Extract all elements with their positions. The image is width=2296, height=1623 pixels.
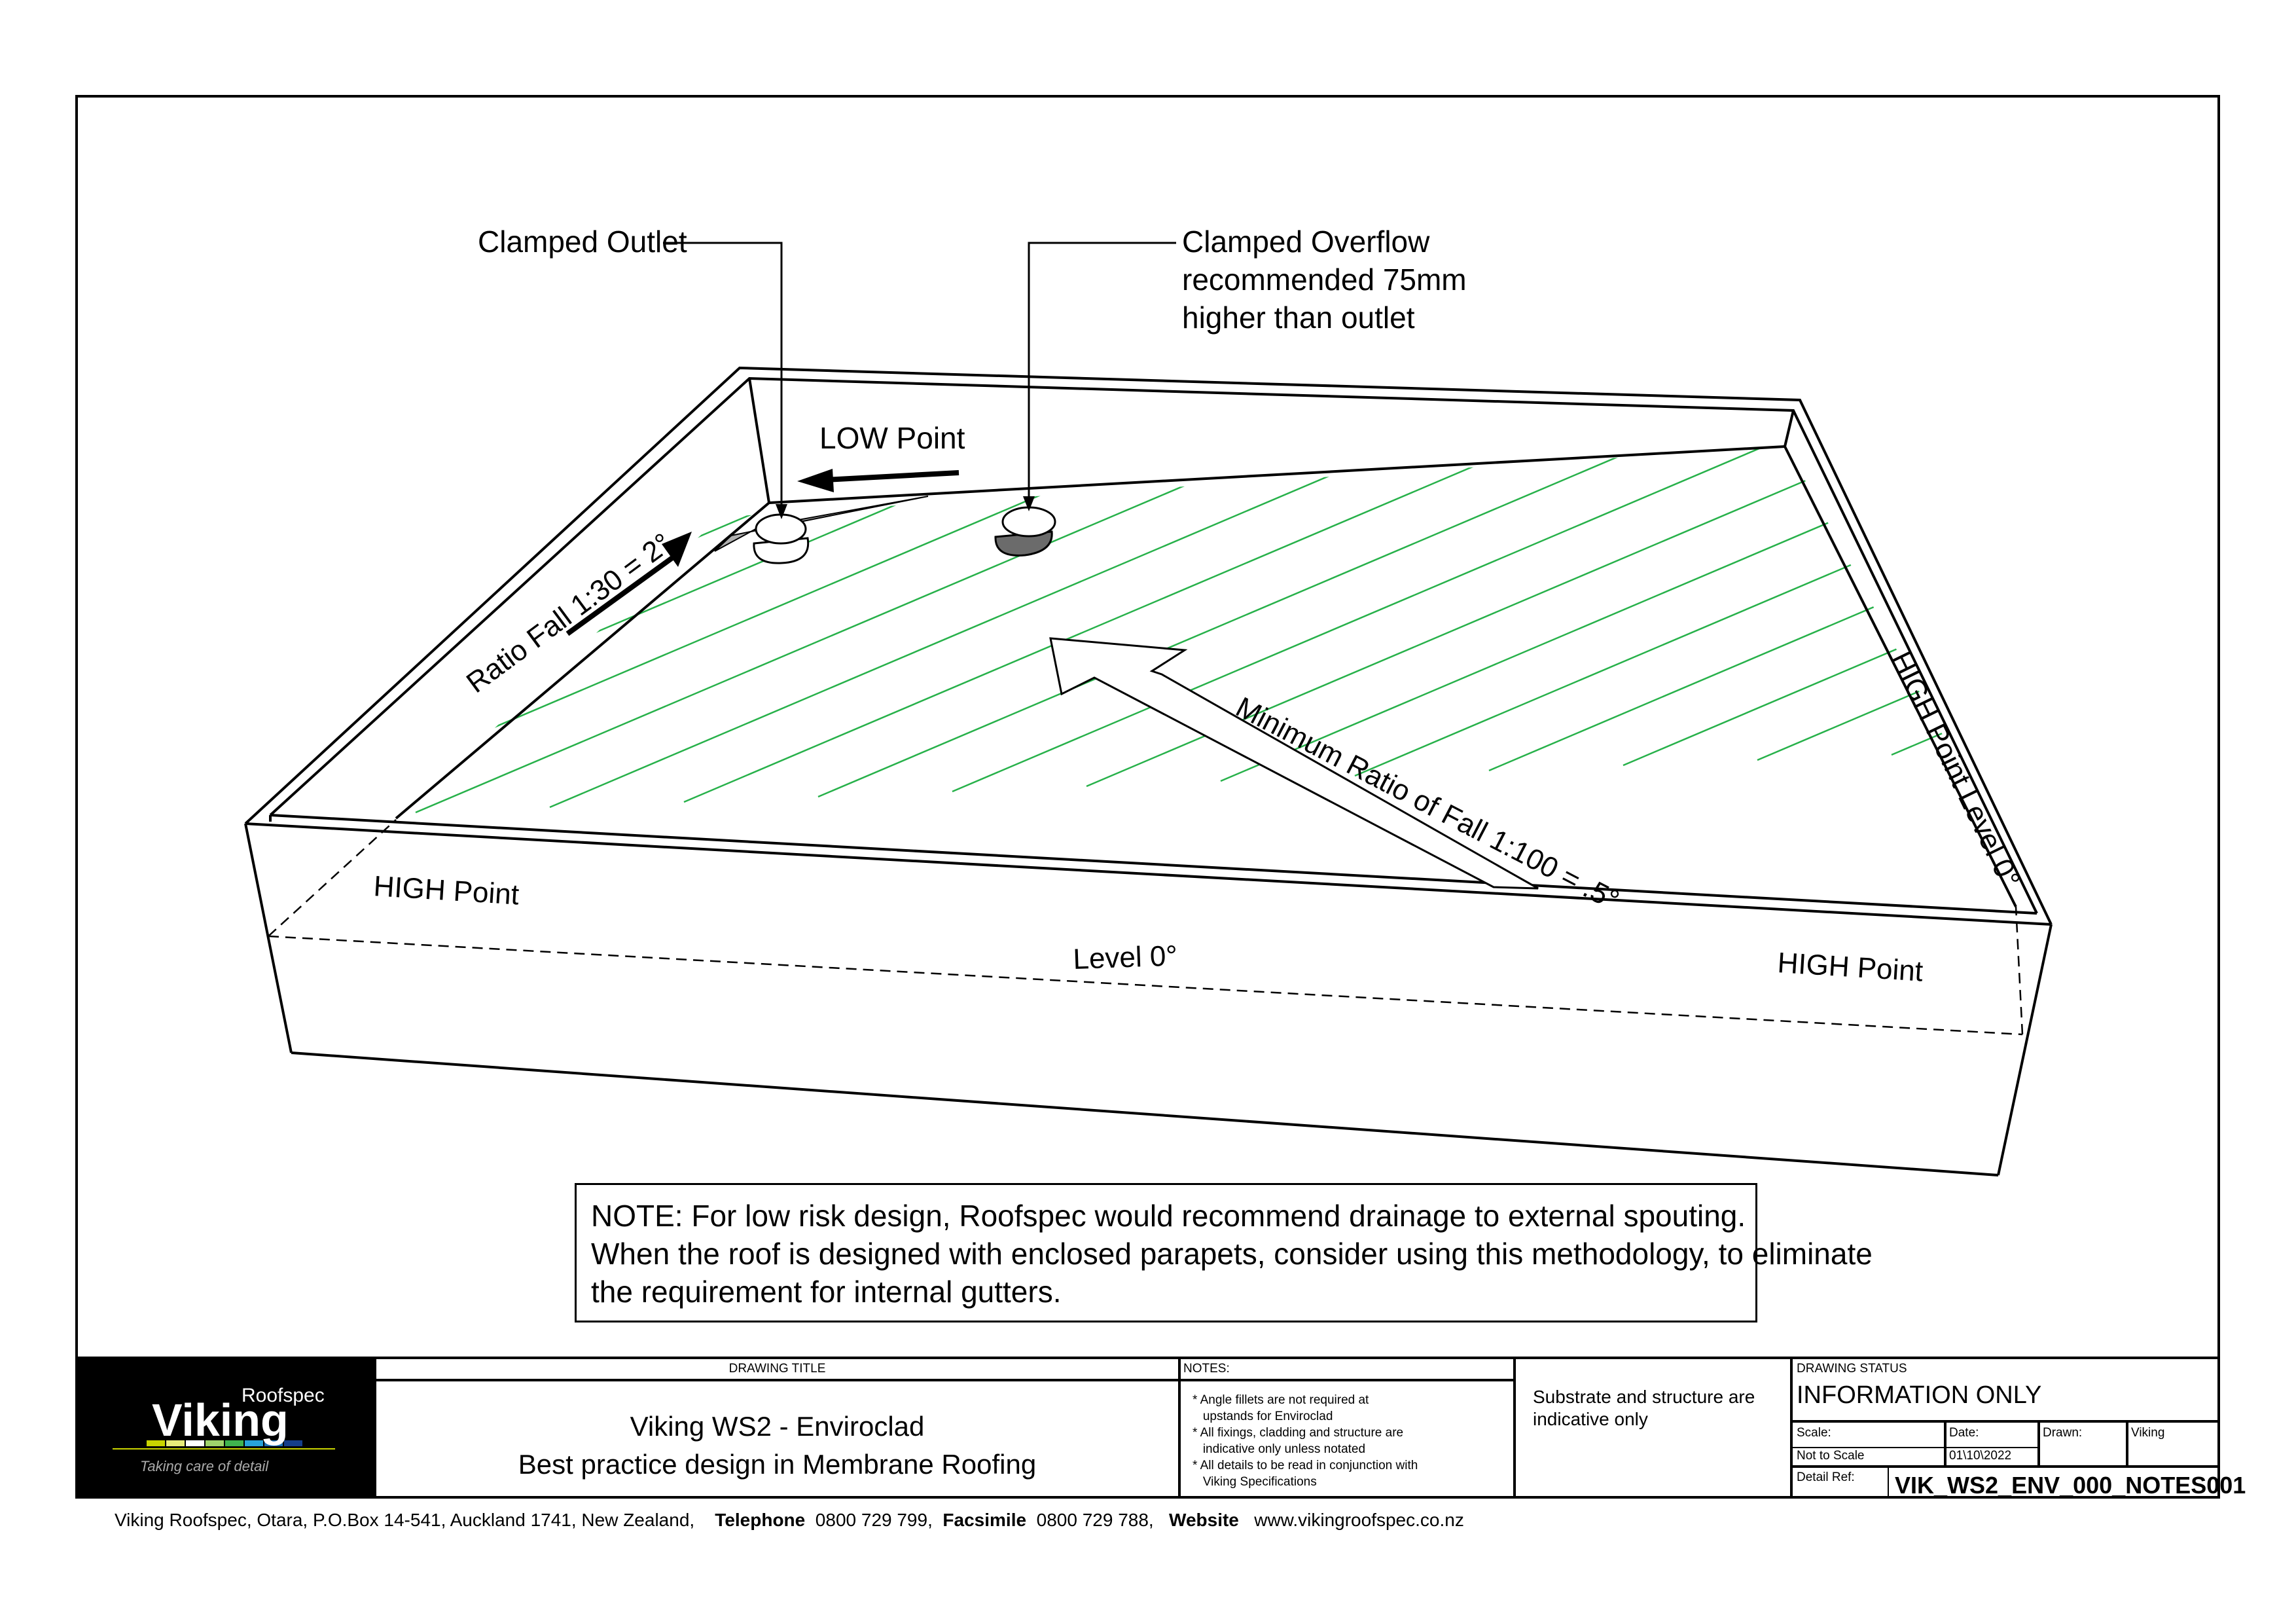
low-point-arrow [824, 470, 960, 483]
status-value: INFORMATION ONLY [1797, 1381, 2042, 1409]
drawing-title-line2: Best practice design in Membrane Roofing [518, 1449, 1037, 1480]
date-value: 01\10\2022 [1949, 1449, 2012, 1463]
note-line3: the requirement for internal gutters. [591, 1275, 1062, 1309]
footer-fax: 0800 729 788, [1036, 1510, 1154, 1530]
logo-stripe [284, 1440, 302, 1446]
date-label: Date: [1949, 1426, 1979, 1440]
ratio-fall-arrowhead [662, 532, 692, 567]
drawn-value: Viking [2131, 1426, 2165, 1440]
clamped-outlet-label: Clamped Outlet [478, 225, 687, 259]
logo-stripe [225, 1440, 243, 1446]
overflow-label-line3: higher than outlet [1182, 301, 1415, 335]
logo-stripe [206, 1440, 224, 1446]
footer-website-label: Website [1169, 1510, 1239, 1530]
logo-panel [77, 1358, 375, 1497]
low-point-arrowhead [797, 469, 834, 492]
note-item: Viking Specifications [1193, 1475, 1317, 1489]
low-point-area [714, 496, 929, 552]
high-point-level-label: HIGH Point Level 0° [1884, 647, 2026, 893]
overflow-label-line2: recommended 75mm [1182, 263, 1467, 297]
clamped-overflow-icon [994, 506, 1056, 556]
substrate-note: Substrate and structure are indicative o… [1533, 1386, 1755, 1431]
overflow-leader [1028, 242, 1176, 505]
note-item: indicative only unless notated [1193, 1442, 1366, 1456]
note-item: upstands for Enviroclad [1193, 1410, 1333, 1423]
footer-telephone-label: Telephone [715, 1510, 806, 1530]
footer-fax-label: Facsimile [942, 1510, 1027, 1530]
note-box: NOTE: For low risk design, Roofspec woul… [575, 1183, 1873, 1322]
logo-stripe [245, 1440, 263, 1446]
drawing-title-line1: Viking WS2 - Enviroclad [630, 1411, 925, 1442]
fall-line [1086, 447, 2038, 788]
min-fall-arrow [1049, 637, 1539, 890]
footer: Viking Roofspec, Otara, P.O.Box 14-541, … [115, 1510, 1464, 1531]
notes-list: * Angle fillets are not required at upst… [1193, 1392, 1418, 1490]
note-item: * All details to be read in conjunction … [1193, 1459, 1418, 1472]
note-item: * All fixings, cladding and structure ar… [1193, 1426, 1404, 1440]
logo-stripe [166, 1440, 185, 1446]
drawing-title: Viking WS2 - Enviroclad Best practice de… [375, 1408, 1179, 1484]
fall-line [549, 447, 1859, 809]
logo-tagline: Taking care of detail [140, 1458, 269, 1474]
note-line2: When the roof is designed with enclosed … [591, 1237, 1873, 1271]
fall-line [2025, 447, 2038, 751]
logo-stripe [264, 1440, 283, 1446]
logo-color-stripes [147, 1440, 302, 1446]
status-header: DRAWING STATUS [1797, 1362, 1907, 1376]
logo-stripe [186, 1440, 204, 1446]
ratio-fall-arrow [565, 554, 676, 636]
detail-ref-label: Detail Ref: [1797, 1470, 1855, 1484]
scale-label: Scale: [1797, 1426, 1831, 1440]
fall-line [1488, 447, 2038, 772]
level-label: Level 0° [1073, 939, 1178, 976]
fall-line [683, 447, 1994, 803]
notes-header: NOTES: [1183, 1362, 1230, 1376]
note-item: * Angle fillets are not required at [1193, 1393, 1369, 1407]
overflow-label-line1: Clamped Overflow [1182, 225, 1430, 259]
logo-viking: Viking [152, 1395, 289, 1446]
high-point-left-label: HIGH Point [372, 870, 520, 911]
drawn-label: Drawn: [2043, 1426, 2083, 1440]
note-line1: NOTE: For low risk design, Roofspec woul… [591, 1199, 1746, 1233]
fall-line [1623, 447, 2038, 767]
overflow-leader-arrowhead [1023, 496, 1035, 511]
fall-line [1891, 447, 2038, 756]
detail-ref: VIK_WS2_ENV_000_NOTES001 [1895, 1472, 2246, 1499]
fall-line [415, 447, 1725, 814]
outlet-leader [663, 242, 783, 514]
fall-line [1354, 447, 2038, 777]
level-dashed-line [268, 819, 2024, 1036]
clamped-outlet-icon [753, 513, 810, 564]
fall-line [817, 447, 2038, 798]
outlet-leader-arrowhead [776, 504, 787, 519]
high-point-right-label: HIGH Point [1776, 947, 1924, 987]
low-point-label: LOW Point [819, 421, 965, 455]
footer-website: www.vikingroofspec.co.nz [1254, 1510, 1464, 1530]
title-block-grid [77, 1357, 2219, 1497]
sheet-border [75, 95, 2220, 1499]
substrate-line1: Substrate and structure are [1533, 1387, 1755, 1407]
logo-roofspec: Roofspec [242, 1385, 325, 1406]
footer-address: Viking Roofspec, Otara, P.O.Box 14-541, … [115, 1510, 695, 1530]
footer-telephone: 0800 729 799, [815, 1510, 933, 1530]
scale-value: Not to Scale [1797, 1449, 1865, 1463]
fall-line [952, 447, 2038, 793]
substrate-line2: indicative only [1533, 1409, 1648, 1429]
parapet-walls [244, 366, 2053, 1176]
drawing-title-header: DRAWING TITLE [728, 1362, 826, 1376]
logo-stripe [147, 1440, 165, 1446]
fall-line [395, 447, 1591, 819]
